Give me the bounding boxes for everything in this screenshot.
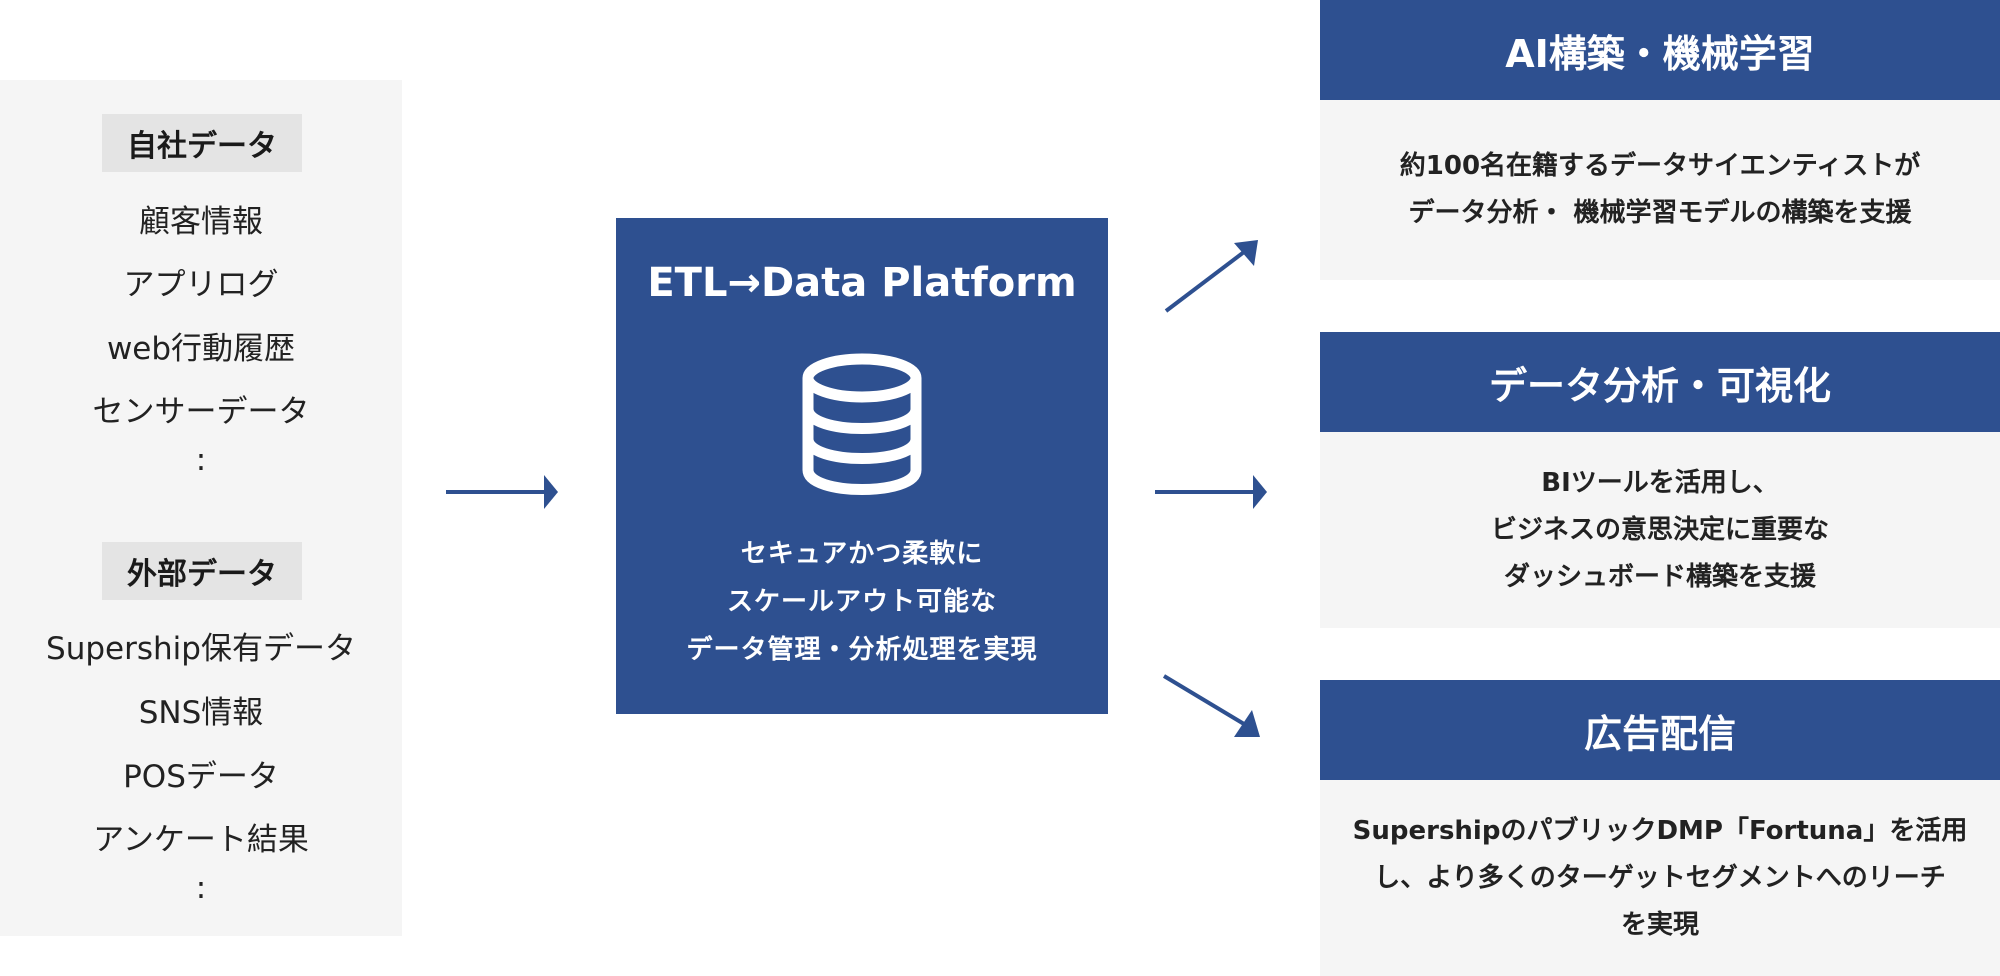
platform-description-line: セキュアかつ柔軟に (740, 539, 984, 569)
external-data-more: : (195, 870, 207, 906)
platform-description-line: データ管理・分析処理を実現 (686, 635, 1038, 665)
service-card-line: BIツールを活用し、 (1541, 467, 1779, 498)
service-card-line: を実現 (1620, 909, 1699, 940)
internal-data-item: 顧客情報 (139, 204, 263, 240)
service-card-ai: AI構築・機械学習 約100名在籍するデータサイエンティストが データ分析・ 機… (1320, 0, 2000, 280)
platform-title: ETL→Data Platform (647, 260, 1077, 306)
data-sources-panel (0, 80, 402, 936)
platform-description-line: スケールアウト可能な (726, 587, 997, 617)
service-card-body: 約100名在籍するデータサイエンティストが データ分析・ 機械学習モデルの構築を… (1320, 100, 2000, 280)
internal-data-title: 自社データ (102, 114, 302, 172)
external-data-item: SNS情報 (138, 695, 264, 731)
external-data-item: Supership保有データ (46, 631, 356, 667)
service-card-line: し、より多くのターゲットセグメントへのリーチ (1374, 862, 1946, 893)
service-card-title: データ分析・可視化 (1320, 332, 2000, 432)
internal-data-item: web行動履歴 (106, 331, 296, 367)
internal-data-item: センサーデータ (92, 394, 310, 430)
arrow-up-right-icon (1164, 240, 1258, 313)
service-card-body: SupershipのパブリックDMP「Fortuna」を活用 し、より多くのター… (1320, 780, 2000, 976)
data-platform-box: ETL→Data Platform セキュアかつ柔軟に スケールアウト可能な デ… (616, 218, 1108, 714)
external-data-item: アンケート結果 (93, 822, 309, 858)
platform-description: セキュアかつ柔軟に スケールアウト可能な データ管理・分析処理を実現 (616, 530, 1108, 674)
external-data-title: 外部データ (102, 542, 302, 600)
service-card-line: 約100名在籍するデータサイエンティストが (1399, 151, 1921, 181)
service-card-analytics: データ分析・可視化 BIツールを活用し、 ビジネスの意思決定に重要な ダッシュボ… (1320, 332, 2000, 628)
database-icon (802, 353, 922, 495)
service-card-title: 広告配信 (1320, 680, 2000, 780)
internal-data-item: アプリログ (123, 267, 279, 303)
service-card-body: BIツールを活用し、 ビジネスの意思決定に重要な ダッシュボード構築を支援 (1320, 432, 2000, 628)
arrow-right-icon (1155, 475, 1267, 509)
external-data-item: POSデータ (123, 759, 279, 795)
service-card-advertising: 広告配信 SupershipのパブリックDMP「Fortuna」を活用 し、より… (1320, 680, 2000, 976)
arrow-right-icon (446, 475, 558, 509)
service-card-line: データ分析・ 機械学習モデルの構築を支援 (1408, 198, 1912, 228)
service-card-line: SupershipのパブリックDMP「Fortuna」を活用 (1352, 815, 1968, 846)
service-card-title: AI構築・機械学習 (1320, 0, 2000, 100)
service-card-line: ビジネスの意思決定に重要な (1490, 514, 1829, 545)
service-card-line: ダッシュボード構築を支援 (1503, 561, 1816, 592)
internal-data-more: : (195, 442, 207, 478)
arrow-down-right-icon (1162, 674, 1260, 737)
